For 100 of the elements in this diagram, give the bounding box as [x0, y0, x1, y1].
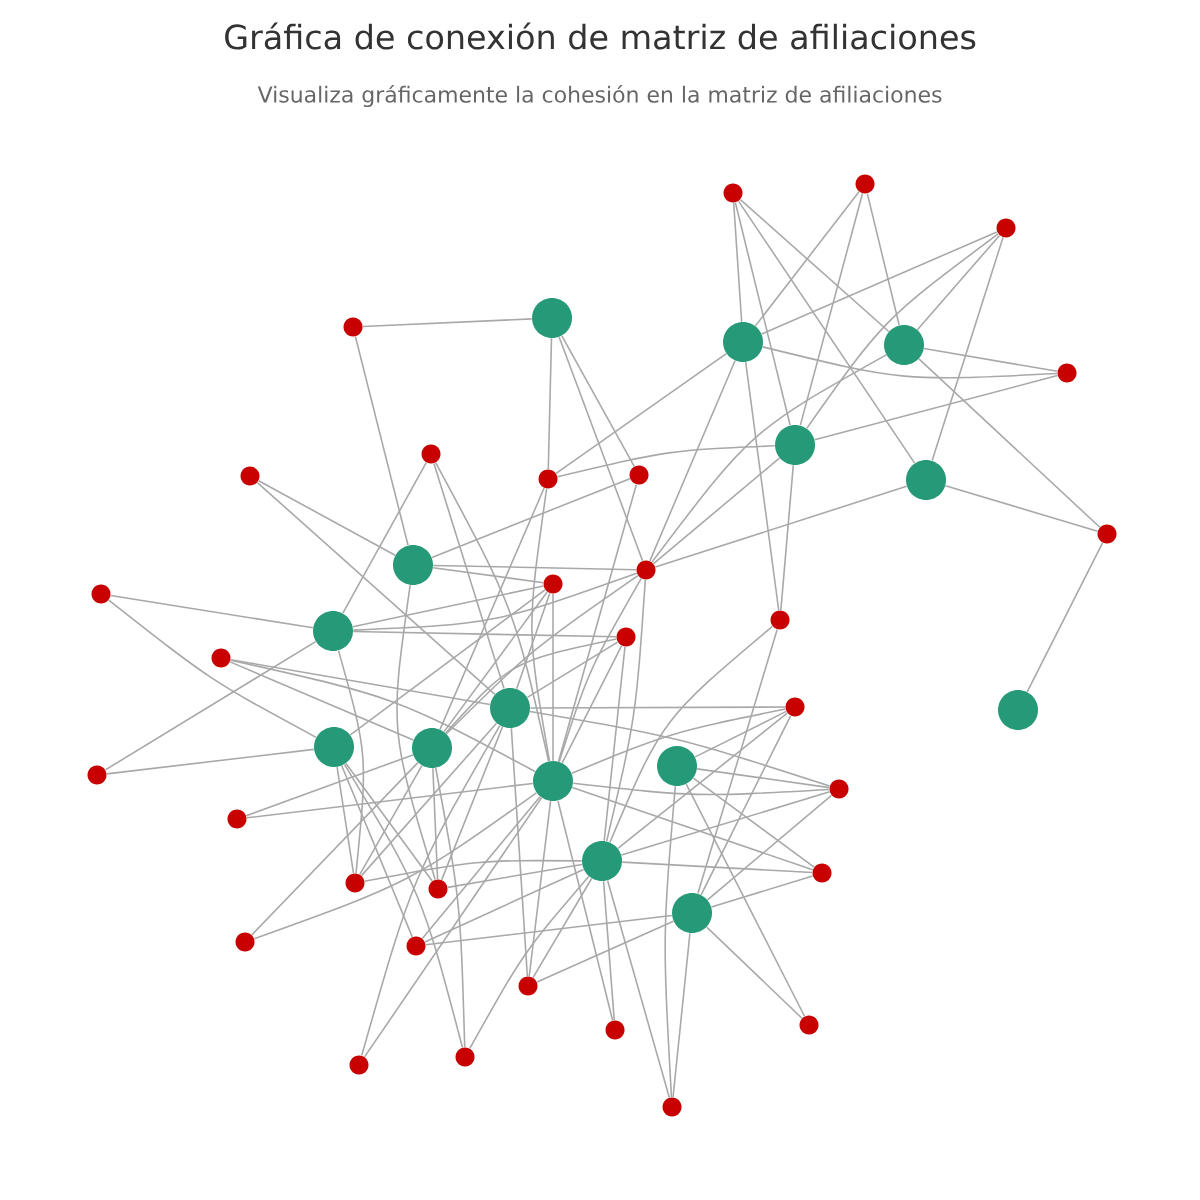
connector-line: [515, 592, 551, 690]
network-node: [345, 873, 365, 893]
connector-line: [104, 640, 317, 771]
connector-line: [572, 782, 830, 796]
connector-line: [571, 708, 787, 775]
network-node: [412, 728, 452, 768]
connector-line: [571, 786, 814, 871]
connector-line: [557, 799, 614, 1022]
connector-line: [432, 566, 545, 584]
connector-line: [697, 628, 778, 895]
connector-line: [432, 564, 637, 571]
network-node: [1097, 524, 1117, 544]
chart-title: Gráfica de conexión de matriz de afiliaciones: [225, 22, 976, 50]
connector-line: [799, 192, 864, 427]
connector-line: [780, 464, 795, 611]
connector-line: [529, 706, 786, 709]
connector-line: [744, 361, 780, 612]
connector-line: [710, 875, 814, 908]
connector-line: [692, 777, 815, 868]
network-node: [616, 627, 636, 647]
connector-line: [360, 724, 501, 1057]
connector-line: [229, 659, 536, 773]
network-node: [235, 932, 255, 952]
connector-line: [561, 335, 636, 468]
connector-line: [696, 768, 831, 789]
connector-line: [432, 767, 439, 880]
connector-line: [617, 712, 789, 850]
connector-line: [396, 584, 436, 881]
connector-line: [931, 236, 1004, 462]
connector-line: [654, 485, 908, 568]
connector-line: [424, 868, 585, 943]
subtitle: Visualiza gráficamente la cohesión en la matriz de afiliaciones: [257, 84, 942, 108]
connector-line: [532, 877, 593, 979]
connector-line: [529, 710, 831, 787]
network-node: [1057, 363, 1077, 383]
network-node: [723, 322, 763, 362]
connector-line: [652, 457, 781, 565]
connector-line: [555, 352, 728, 475]
connector-line: [558, 577, 642, 763]
network-node: [799, 1015, 819, 1035]
network-node: [211, 648, 231, 668]
network-node: [393, 545, 433, 585]
network-node: [582, 841, 622, 881]
connector-line: [918, 358, 1101, 529]
network-node: [636, 560, 656, 580]
connector-line: [805, 233, 999, 430]
network-node: [428, 879, 448, 899]
connector-line: [434, 461, 550, 762]
connector-line: [336, 766, 355, 875]
connector-line: [606, 879, 671, 1099]
connector-line: [444, 638, 618, 734]
connector-line: [256, 481, 496, 696]
connector-line: [246, 782, 534, 819]
connector-line: [440, 726, 504, 881]
connector-line: [229, 658, 491, 706]
network-node: [996, 218, 1016, 238]
network-node: [91, 584, 111, 604]
connector-line: [754, 191, 860, 327]
connector-line: [605, 579, 647, 842]
network-node: [240, 466, 260, 486]
connector-line: [349, 589, 546, 736]
network-node: [998, 690, 1038, 730]
connector-line: [433, 462, 505, 690]
connector-line: [528, 800, 552, 977]
network-node: [785, 697, 805, 717]
connector-line: [342, 461, 428, 614]
connector-line: [431, 477, 631, 559]
connector-line: [552, 593, 554, 762]
connector-line: [257, 479, 396, 557]
connector-line: [536, 920, 675, 983]
network-node: [629, 465, 649, 485]
connector-line: [547, 337, 553, 470]
connector-line: [649, 359, 736, 562]
connector-line: [106, 748, 315, 775]
connector-line: [352, 630, 617, 638]
connector-line: [739, 198, 890, 333]
connector-line: [685, 783, 806, 1017]
network-node: [662, 1097, 682, 1117]
connector-line: [446, 863, 583, 889]
connector-line: [866, 192, 900, 326]
connector-line: [734, 201, 791, 427]
connector-line: [354, 335, 409, 547]
network-node: [723, 183, 743, 203]
network-node: [855, 174, 875, 194]
network-node: [812, 863, 832, 883]
network-node: [406, 936, 426, 956]
network-node: [343, 317, 363, 337]
network-node: [538, 469, 558, 489]
connector-line: [359, 764, 423, 876]
network-node: [518, 976, 538, 996]
connector-line: [700, 715, 792, 896]
network-node: [906, 460, 946, 500]
connector-line: [443, 591, 548, 733]
connector-line: [425, 914, 673, 946]
connector-line: [706, 794, 833, 901]
connector-line: [621, 861, 813, 874]
network-node: [227, 809, 247, 829]
connector-line: [760, 231, 998, 335]
connector-line: [526, 641, 619, 699]
connector-line: [916, 234, 1001, 331]
